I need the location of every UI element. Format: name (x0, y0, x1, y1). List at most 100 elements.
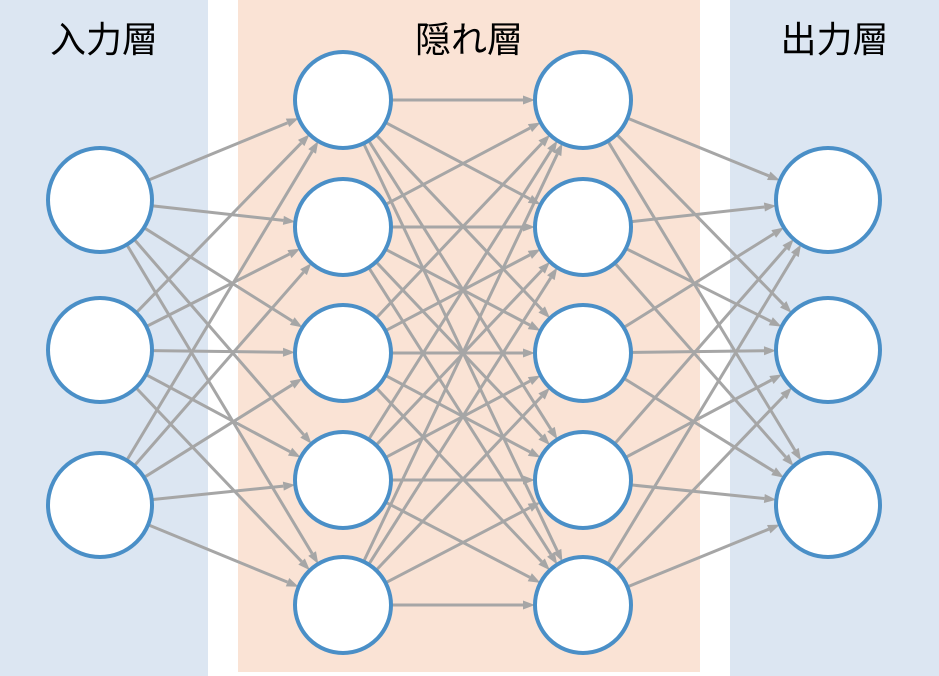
edge-arrowhead-icon (538, 261, 550, 274)
node-output-layer-3[interactable] (774, 451, 882, 559)
edge-input-layer-3-to-hidden-layer-1-4 (151, 484, 284, 502)
edge-arrowhead-icon (298, 558, 310, 571)
edge-arrowhead-icon (779, 301, 792, 313)
node-hidden-layer-2-1[interactable] (533, 50, 633, 150)
edge-arrowhead-icon (297, 134, 310, 147)
edge-hidden-layer-2-3-to-output-layer-2 (630, 349, 765, 354)
edge-hidden-layer-1-5-to-hidden-layer-2-1 (362, 153, 559, 563)
edge-arrowhead-icon (763, 346, 777, 356)
edge-arrowhead-icon (547, 267, 558, 281)
edge-arrowhead-icon (553, 548, 563, 562)
edge-hidden-layer-1-2-to-hidden-layer-2-1 (384, 126, 531, 206)
edge-arrowhead-icon (771, 227, 784, 238)
edge-arrowhead-icon (547, 551, 558, 565)
panel-input-label: 入力層 (49, 19, 158, 60)
edge-arrowhead-icon (768, 317, 782, 327)
edge-input-layer-2-to-hidden-layer-1-1 (135, 141, 303, 314)
edge-input-layer-3-to-hidden-layer-1-1 (125, 150, 314, 462)
edge-arrowhead-icon (527, 249, 541, 259)
edge-arrowhead-icon (547, 426, 558, 440)
edge-arrowhead-icon (308, 551, 319, 564)
edge-input-layer-2-to-hidden-layer-1-5 (134, 386, 303, 563)
edge-arrowhead-icon (538, 433, 550, 446)
edge-arrowhead-icon (282, 215, 296, 225)
node-hidden-layer-2-4[interactable] (533, 430, 633, 530)
edge-arrowhead-icon (523, 348, 535, 358)
edge-arrowhead-icon (308, 141, 319, 154)
edge-arrowhead-icon (527, 502, 541, 512)
node-hidden-layer-2-2[interactable] (533, 177, 633, 277)
edge-hidden-layer-2-3-to-output-layer-3 (622, 377, 775, 473)
edge-arrowhead-icon (538, 306, 550, 319)
edge-hidden-layer-1-2-to-hidden-layer-2-3 (384, 247, 531, 327)
edge-arrowhead-icon (282, 481, 296, 491)
edges-group (125, 95, 802, 610)
edge-arrowhead-icon (523, 475, 535, 485)
edge-hidden-layer-2-5-to-output-layer-2 (615, 395, 785, 572)
edge-arrowhead-icon (527, 375, 541, 386)
edge-arrowhead-icon (767, 171, 780, 181)
node-hidden-layer-1-4[interactable] (293, 430, 393, 530)
edge-hidden-layer-1-5-to-hidden-layer-2-2 (367, 276, 553, 566)
edge-arrowhead-icon (538, 387, 550, 400)
edge-arrowhead-icon (523, 95, 535, 105)
edge-arrowhead-icon (287, 447, 301, 458)
node-hidden-layer-1-5[interactable] (293, 555, 393, 655)
node-hidden-layer-1-3[interactable] (293, 303, 393, 403)
edge-hidden-layer-1-1-to-hidden-layer-2-4 (367, 139, 553, 431)
edge-hidden-layer-1-1-to-hidden-layer-2-5 (362, 142, 559, 552)
edge-input-layer-1-to-hidden-layer-1-5 (125, 243, 314, 555)
edge-hidden-layer-1-5-to-hidden-layer-2-3 (375, 395, 543, 572)
node-hidden-layer-2-3[interactable] (533, 303, 633, 403)
node-output-layer-2[interactable] (774, 296, 882, 404)
node-hidden-layer-1-2[interactable] (293, 177, 393, 277)
edge-arrowhead-icon (538, 558, 550, 571)
node-hidden-layer-1-1[interactable] (293, 50, 393, 150)
edge-input-layer-3-to-hidden-layer-1-2 (133, 271, 305, 467)
edge-input-layer-1-to-hidden-layer-1-3 (143, 226, 294, 323)
edge-hidden-layer-2-2-to-output-layer-1 (630, 205, 765, 224)
edge-arrowhead-icon (527, 573, 541, 583)
node-input-layer-3[interactable] (46, 451, 154, 559)
node-output-layer-1[interactable] (774, 146, 882, 254)
edge-input-layer-2-to-hidden-layer-1-4 (145, 373, 291, 454)
edge-hidden-layer-2-5-to-output-layer-1 (606, 253, 797, 565)
edge-hidden-layer-2-5-to-output-layer-3 (626, 527, 770, 589)
edge-input-layer-1-to-hidden-layer-1-4 (132, 238, 305, 436)
edge-hidden-layer-1-3-to-hidden-layer-2-4 (384, 374, 531, 454)
edge-hidden-layer-2-1-to-output-layer-1 (626, 116, 770, 178)
edge-arrowhead-icon (791, 447, 802, 461)
panel-hidden-label: 隠れ層 (414, 19, 523, 60)
edge-arrowhead-icon (763, 494, 777, 503)
edge-arrowhead-icon (767, 524, 780, 534)
edge-arrowhead-icon (527, 321, 541, 331)
edge-arrowhead-icon (285, 118, 299, 127)
edge-input-layer-3-to-hidden-layer-1-5 (147, 523, 289, 584)
edge-hidden-layer-2-2-to-output-layer-2 (625, 247, 772, 323)
node-hidden-layer-2-5[interactable] (533, 555, 633, 655)
edge-arrowhead-icon (791, 244, 802, 258)
edge-arrowhead-icon (527, 122, 541, 133)
edge-input-layer-1-to-hidden-layer-1-1 (147, 121, 289, 182)
edge-arrowhead-icon (553, 143, 563, 157)
edge-hidden-layer-1-4-to-hidden-layer-2-3 (384, 379, 531, 459)
edge-input-layer-2-to-hidden-layer-1-2 (145, 252, 291, 328)
node-input-layer-2[interactable] (46, 296, 154, 404)
edge-input-layer-1-to-hidden-layer-1-2 (151, 204, 284, 222)
edge-arrowhead-icon (538, 134, 550, 147)
edge-arrowhead-icon (289, 378, 303, 389)
edge-hidden-layer-1-2-to-hidden-layer-2-5 (367, 266, 553, 556)
edge-input-layer-2-to-hidden-layer-1-3 (151, 349, 284, 354)
nodes-group (46, 50, 882, 655)
edge-arrowhead-icon (780, 387, 792, 400)
edge-arrowhead-icon (782, 239, 794, 252)
edge-arrowhead-icon (763, 202, 777, 212)
edge-hidden-layer-1-5-to-hidden-layer-2-4 (384, 506, 531, 585)
edge-arrowhead-icon (782, 454, 794, 466)
edge-hidden-layer-1-4-to-hidden-layer-2-1 (367, 149, 553, 441)
edge-arrowhead-icon (523, 600, 535, 610)
edge-arrowhead-icon (771, 467, 784, 478)
node-input-layer-1[interactable] (46, 146, 154, 254)
